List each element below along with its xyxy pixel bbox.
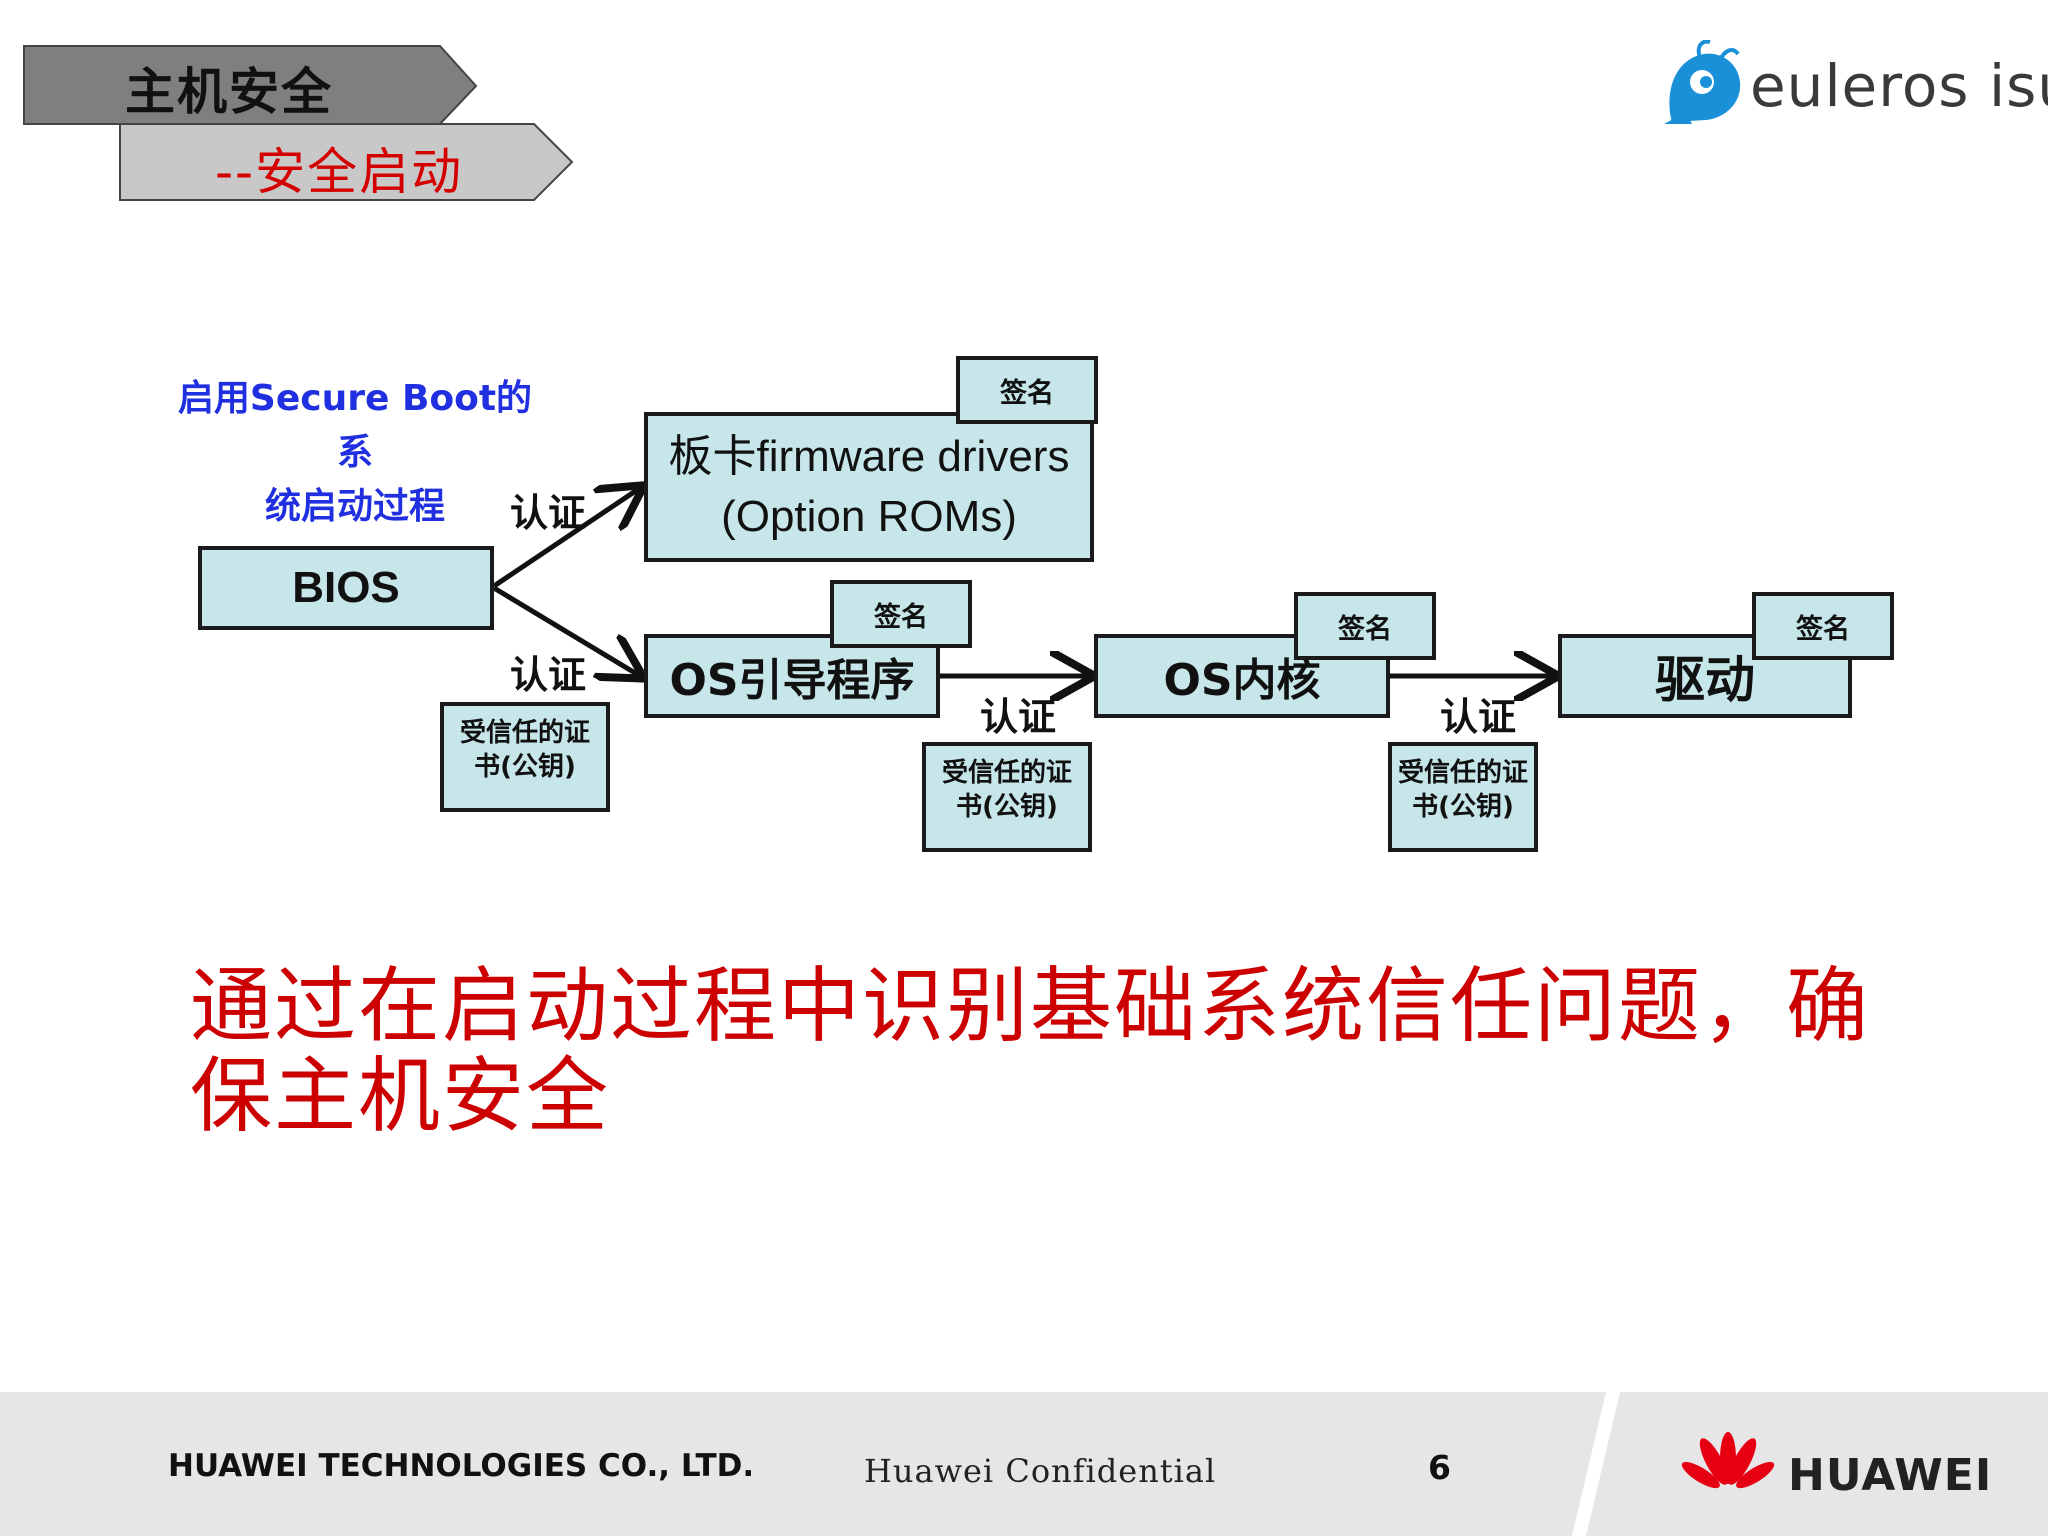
certificate-note-kernel: 受信任的证 书(公钥) <box>1388 742 1538 852</box>
caption-line-1: 启用Secure Boot的系 <box>177 378 533 473</box>
page-title: 主机安全 <box>125 63 333 121</box>
bootloader-signature-note: 签名 <box>830 580 972 648</box>
diagram-arrows <box>492 0 2048 1000</box>
conclusion-text: 通过在启动过程中识别基础系统信任问题，确保主机安全 <box>190 959 1871 1144</box>
kernel-signature-note: 签名 <box>1294 592 1436 660</box>
kernel-label: OS内核 <box>1163 655 1321 706</box>
driver-signature-note: 签名 <box>1752 592 1894 660</box>
diagram-caption: 启用Secure Boot的系 统启动过程 <box>165 372 545 534</box>
bootloader-box: OS引导程序 <box>644 634 940 718</box>
footer-confidential: Huawei Confidential <box>864 1452 1217 1490</box>
euleros-mascot-icon <box>1664 40 1741 124</box>
title-tab-shape <box>23 45 478 125</box>
huawei-petal-icon <box>1681 1432 1775 1489</box>
bios-label: BIOS <box>292 563 400 612</box>
auth-label-firmware: 认证 <box>510 491 587 535</box>
firmware-signature-note: 签名 <box>956 356 1098 424</box>
certificate-note-bootloader: 受信任的证 书(公钥) <box>922 742 1092 852</box>
bootloader-label: OS引导程序 <box>669 655 915 706</box>
certificate-note-bios: 受信任的证 书(公钥) <box>440 702 610 812</box>
arrow-bios-to-bootloader <box>492 585 640 676</box>
driver-label: 驱动 <box>1655 651 1755 709</box>
page-number: 6 <box>1428 1448 1451 1487</box>
subtitle-tab-shape <box>119 123 574 201</box>
auth-label-kernel: 认证 <box>980 695 1057 739</box>
page-subtitle: --安全启动 <box>215 143 464 201</box>
euleros-logo-text: euleros isula <box>1750 52 2048 120</box>
auth-label-driver: 认证 <box>1440 695 1517 739</box>
firmware-label-line-1: 板卡firmware drivers <box>668 432 1070 481</box>
firmware-label-line-2: (Option ROMs) <box>721 492 1017 541</box>
footer-company-name: HUAWEI TECHNOLOGIES CO., LTD. <box>168 1448 755 1484</box>
huawei-brand-text: HUAWEI <box>1788 1450 1993 1501</box>
bios-box: BIOS <box>198 546 494 630</box>
footer-divider-stripe <box>1572 1392 1620 1536</box>
auth-label-bootloader: 认证 <box>510 653 587 697</box>
firmware-box: 板卡firmware drivers (Option ROMs) <box>644 412 1094 562</box>
header-tabs <box>23 45 574 201</box>
arrow-bios-to-firmware <box>492 488 640 589</box>
caption-line-2: 统启动过程 <box>264 486 445 527</box>
